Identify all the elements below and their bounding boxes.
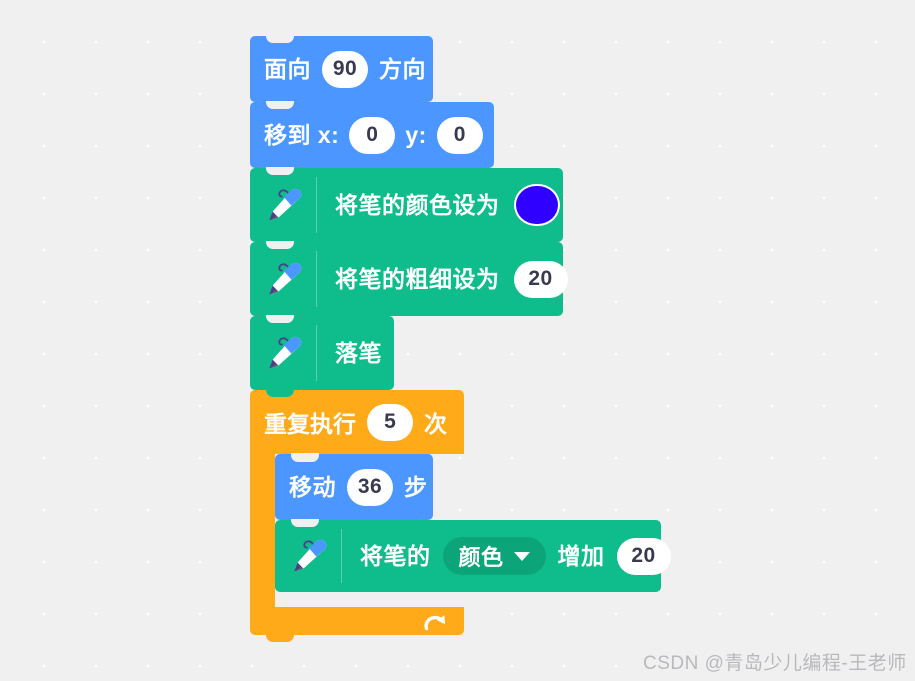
direction-input[interactable]: 90	[322, 50, 368, 88]
block-label-set-pen-color: 将笔的颜色设为	[335, 191, 500, 218]
block-label-change-pen-prefix: 将笔的	[360, 542, 431, 569]
pen-param-dropdown-value: 颜色	[458, 545, 504, 570]
block-divider	[316, 251, 317, 307]
block-label-repeat-suffix: 次	[424, 411, 447, 437]
pen-param-dropdown[interactable]: 颜色	[442, 537, 546, 575]
block-label-move-prefix: 移动	[289, 473, 336, 500]
block-move-steps[interactable]: 移动 36 步	[275, 453, 433, 527]
block-divider	[316, 325, 317, 381]
block-change-pen-param-by[interactable]: 将笔的 颜色 增加 20	[275, 519, 671, 592]
block-go-to-xy[interactable]: 移到 x: 0 y: 0	[250, 101, 494, 175]
block-label-goto-x: 移到 x:	[264, 121, 340, 148]
repeat-header[interactable]: 重复执行 5 次	[250, 389, 464, 454]
pen-icon	[250, 331, 316, 375]
block-point-in-direction[interactable]: 面向 90 方向	[250, 35, 433, 109]
pen-size-input[interactable]: 20	[513, 260, 568, 298]
block-label-move-suffix: 步	[404, 473, 428, 500]
block-divider	[341, 529, 342, 583]
pen-icon	[275, 534, 341, 578]
pen-icon	[250, 183, 316, 227]
repeat-left-arm	[250, 454, 275, 607]
block-set-pen-size-to[interactable]: 将笔的粗细设为 20	[250, 241, 568, 323]
block-label-suffix: 方向	[379, 55, 426, 82]
block-label-set-pen-size: 将笔的粗细设为	[335, 265, 500, 292]
block-divider	[316, 177, 317, 233]
block-repeat[interactable]: 重复执行 5 次	[250, 389, 464, 642]
block-label-change-pen-suffix: 增加	[557, 542, 605, 569]
pen-param-amount-input[interactable]: 20	[616, 537, 671, 575]
pen-color-swatch[interactable]	[513, 184, 560, 226]
block-label-prefix: 面向	[264, 55, 311, 82]
move-steps-input[interactable]: 36	[347, 468, 393, 506]
watermark: CSDN @青岛少儿编程-王老师	[643, 653, 907, 674]
block-label-repeat-prefix: 重复执行	[264, 411, 356, 437]
x-coordinate-input[interactable]: 0	[349, 116, 396, 154]
block-label-pen-down: 落笔	[335, 339, 382, 366]
repeat-count-input[interactable]: 5	[367, 403, 413, 441]
block-set-pen-color-to[interactable]: 将笔的颜色设为	[250, 167, 563, 249]
repeat-footer[interactable]	[250, 607, 464, 642]
loop-arrow-icon	[424, 615, 445, 631]
block-label-goto-y: y:	[405, 121, 427, 148]
y-coordinate-input[interactable]: 0	[436, 116, 483, 154]
chevron-down-icon	[513, 551, 530, 561]
pen-icon	[250, 257, 316, 301]
block-pen-down[interactable]: 落笔	[250, 315, 394, 397]
